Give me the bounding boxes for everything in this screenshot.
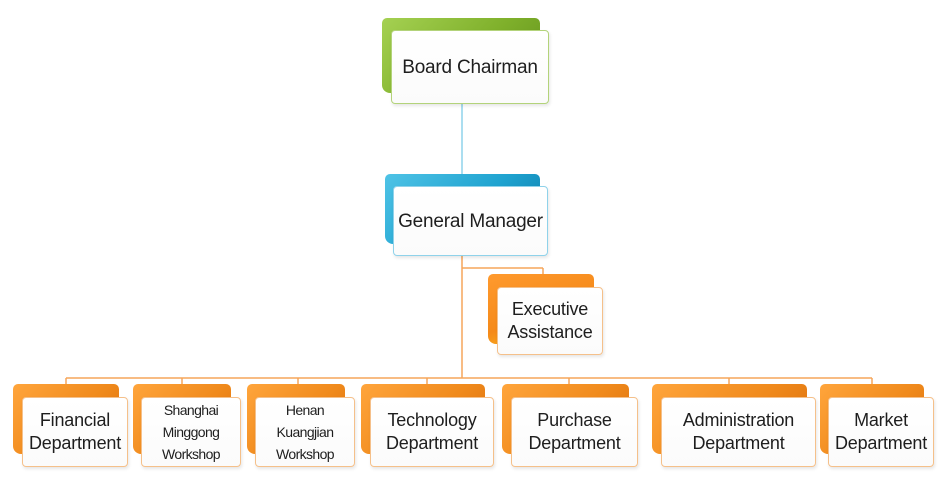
department-purchase-card: Purchase Department	[511, 397, 638, 467]
department-shanghai-label: Shanghai Minggong Workshop	[142, 399, 240, 465]
department-technology-line2: Department	[385, 433, 479, 453]
board-chairman-label: Board Chairman	[402, 56, 538, 78]
department-henan-line2: Workshop	[276, 446, 335, 462]
general-manager-node: General Manager	[385, 174, 550, 258]
department-henan-node: Henan Kuangjian Workshop	[247, 384, 355, 468]
board-chairman-node: Board Chairman	[382, 18, 550, 106]
department-shanghai-line1: Shanghai Minggong	[162, 402, 220, 440]
department-purchase-line1: Purchase	[537, 410, 612, 430]
department-financial-line2: Department	[28, 433, 122, 453]
department-financial-node: Financial Department	[13, 384, 129, 468]
department-shanghai-line2: Workshop	[162, 446, 221, 462]
department-administration-label: Administration Department	[683, 409, 794, 455]
department-technology-card: Technology Department	[370, 397, 494, 467]
department-henan-line1: Henan Kuangjian	[276, 402, 334, 440]
department-henan-label: Henan Kuangjian Workshop	[256, 399, 354, 465]
department-shanghai-card: Shanghai Minggong Workshop	[141, 397, 241, 467]
department-market-line2: Department	[834, 433, 928, 453]
department-technology-line1: Technology	[387, 410, 477, 430]
general-manager-label: General Manager	[398, 210, 543, 232]
department-purchase-line2: Department	[528, 433, 621, 453]
department-financial-line1: Financial	[39, 410, 111, 430]
executive-assistance-line1: Executive	[511, 299, 589, 319]
department-financial-label: Financial Department	[29, 409, 121, 455]
department-administration-node: Administration Department	[652, 384, 817, 468]
department-administration-line2: Department	[692, 433, 785, 453]
department-henan-card: Henan Kuangjian Workshop	[255, 397, 355, 467]
department-shanghai-node: Shanghai Minggong Workshop	[133, 384, 241, 468]
department-purchase-label: Purchase Department	[528, 409, 620, 455]
department-technology-node: Technology Department	[361, 384, 495, 468]
department-administration-line1: Administration	[682, 410, 795, 430]
department-market-label: Market Department	[835, 409, 927, 455]
department-market-line1: Market	[854, 410, 908, 430]
department-market-card: Market Department	[828, 397, 934, 467]
department-technology-label: Technology Department	[386, 409, 478, 455]
executive-assistance-label: Executive Assistance	[507, 298, 592, 344]
executive-assistance-node: Executive Assistance	[488, 274, 604, 356]
department-purchase-node: Purchase Department	[502, 384, 639, 468]
department-financial-card: Financial Department	[22, 397, 128, 467]
executive-assistance-card: Executive Assistance	[497, 287, 603, 355]
executive-assistance-line2: Assistance	[507, 322, 593, 342]
board-chairman-card: Board Chairman	[391, 30, 549, 104]
department-market-node: Market Department	[820, 384, 934, 468]
general-manager-card: General Manager	[393, 186, 548, 256]
department-administration-card: Administration Department	[661, 397, 816, 467]
